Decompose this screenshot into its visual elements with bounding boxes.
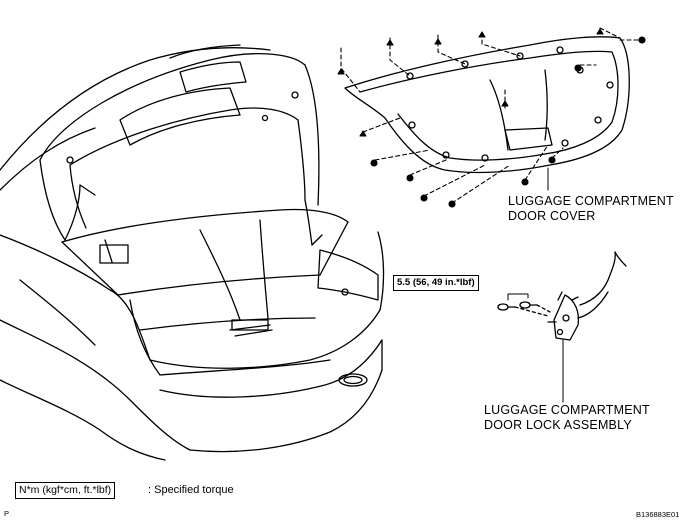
figure-code: B136883E01 (636, 510, 680, 519)
lock-assembly-label-line2: DOOR LOCK ASSEMBLY (484, 418, 632, 432)
torque-spec-box: 5.5 (56, 49 in.*lbf) (393, 275, 479, 291)
door-cover-label: LUGGAGE COMPARTMENT DOOR COVER (508, 194, 674, 224)
clips (337, 27, 646, 208)
car-body (0, 44, 385, 461)
page-mark: P (4, 509, 10, 518)
torque-leader (507, 293, 529, 301)
torque-legend-description: : Specified torque (148, 484, 234, 496)
lock-assembly-label: LUGGAGE COMPARTMENT DOOR LOCK ASSEMBLY (484, 403, 650, 433)
door-cover-label-line2: DOOR COVER (508, 209, 596, 223)
torque-legend-units: N*m (kgf*cm, ft.*lbf) (15, 482, 116, 499)
door-lock-assembly (497, 251, 627, 341)
door-cover (344, 36, 630, 174)
lock-assembly-label-line1: LUGGAGE COMPARTMENT (484, 403, 650, 417)
door-cover-label-line1: LUGGAGE COMPARTMENT (508, 194, 674, 208)
